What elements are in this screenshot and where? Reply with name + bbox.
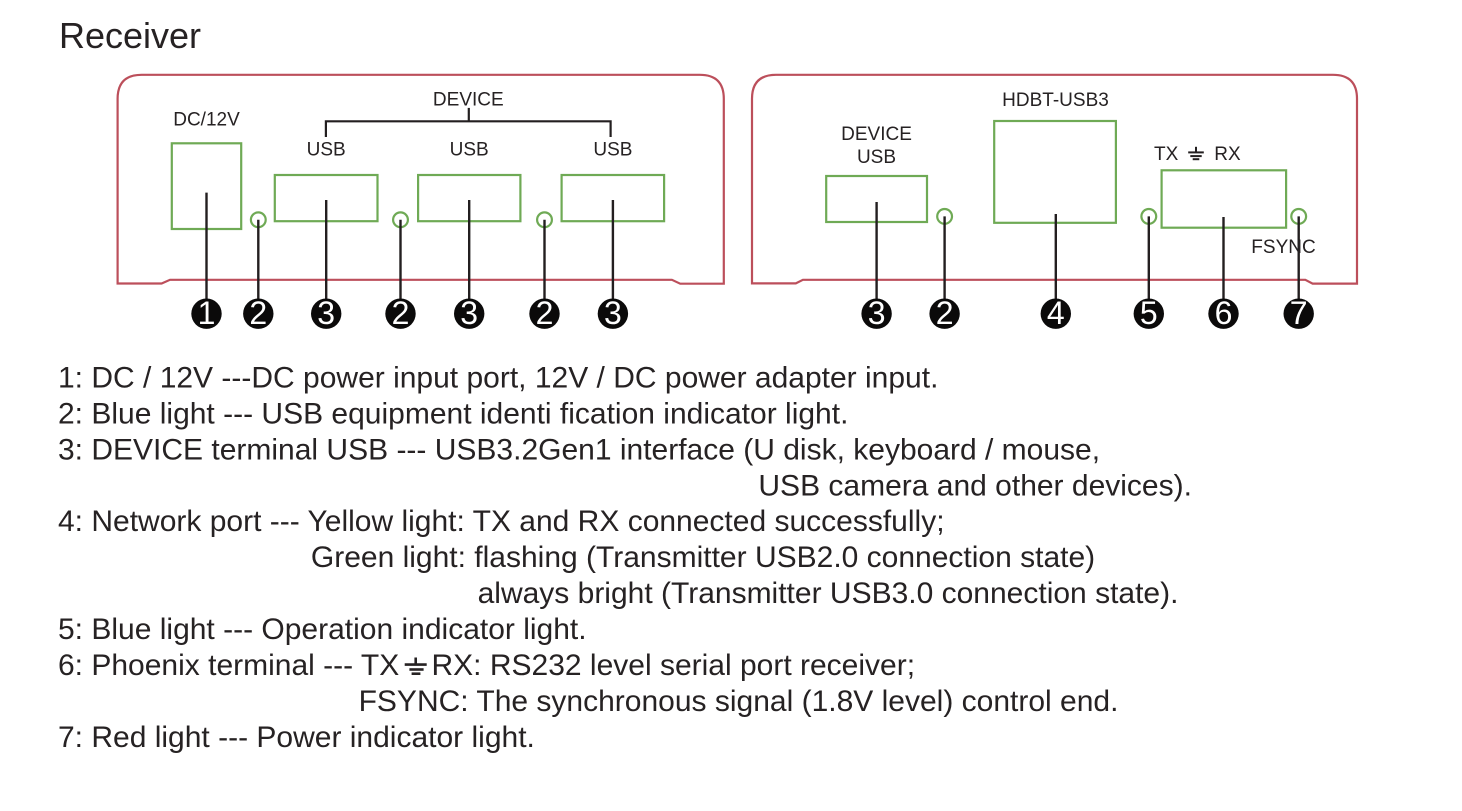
svg-text:USB camera and other devices).: USB camera and other devices). bbox=[758, 469, 1192, 502]
svg-text:RX: RX bbox=[1214, 144, 1241, 165]
svg-text:3: 3 bbox=[604, 295, 622, 331]
svg-text:5: Blue light --- Operation in: 5: Blue light --- Operation indicator li… bbox=[58, 613, 587, 646]
svg-text:4: 4 bbox=[1047, 295, 1065, 331]
svg-text:DEVICE: DEVICE bbox=[433, 90, 504, 111]
svg-text:RX: RS232 level serial port re: RX: RS232 level serial port receiver; bbox=[432, 649, 916, 682]
svg-text:FSYNC: FSYNC bbox=[1251, 237, 1315, 258]
svg-text:USB: USB bbox=[450, 140, 489, 161]
svg-text:always bright (Transmitter USB: always bright (Transmitter USB3.0 connec… bbox=[478, 577, 1179, 610]
svg-text:2: 2 bbox=[249, 295, 267, 331]
svg-text:Receiver: Receiver bbox=[59, 15, 201, 56]
svg-text:6: Phoenix terminal --- TX: 6: Phoenix terminal --- TX bbox=[58, 649, 399, 682]
svg-text:2: Blue light --- USB equipmen: 2: Blue light --- USB equipment identi f… bbox=[58, 397, 848, 430]
svg-text:3: 3 bbox=[460, 295, 478, 331]
svg-text:3: 3 bbox=[317, 295, 335, 331]
svg-text:7: Red light --- Power indicat: 7: Red light --- Power indicator light. bbox=[58, 721, 535, 754]
svg-text:5: 5 bbox=[1140, 295, 1158, 331]
svg-text:4: Network port --- Yellow lig: 4: Network port --- Yellow light: TX and… bbox=[58, 505, 945, 538]
svg-text:6: 6 bbox=[1215, 295, 1233, 331]
svg-text:USB: USB bbox=[307, 140, 346, 161]
svg-text:USB: USB bbox=[593, 140, 632, 161]
svg-text:USB: USB bbox=[857, 147, 896, 168]
svg-text:Green light: flashing (Transmi: Green light: flashing (Transmitter USB2.… bbox=[311, 541, 1095, 574]
svg-text:1: 1 bbox=[198, 295, 216, 331]
svg-text:TX: TX bbox=[1154, 144, 1179, 165]
svg-text:3: DEVICE terminal USB --- USB: 3: DEVICE terminal USB --- USB3.2Gen1 in… bbox=[58, 433, 1100, 466]
svg-text:2: 2 bbox=[392, 295, 410, 331]
svg-text:DC/12V: DC/12V bbox=[173, 109, 240, 130]
svg-text:2: 2 bbox=[536, 295, 554, 331]
svg-text:7: 7 bbox=[1290, 295, 1308, 331]
svg-text:DEVICE: DEVICE bbox=[841, 124, 912, 145]
svg-text:2: 2 bbox=[936, 295, 954, 331]
svg-text:HDBT-USB3: HDBT-USB3 bbox=[1002, 90, 1109, 111]
svg-text:3: 3 bbox=[868, 295, 886, 331]
svg-text:1: DC / 12V ---DC power input: 1: DC / 12V ---DC power input port, 12V … bbox=[58, 361, 938, 394]
svg-text:FSYNC: The synchronous signal: FSYNC: The synchronous signal (1.8V leve… bbox=[359, 685, 1119, 718]
